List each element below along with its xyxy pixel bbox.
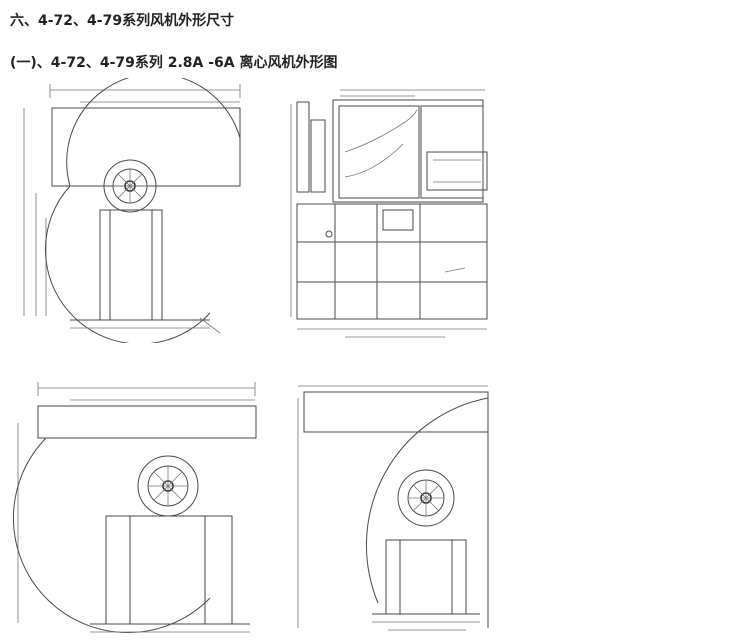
- subsection-title: (一)、4-72、4-79系列 2.8A -6A 离心风机外形图: [10, 55, 338, 71]
- drawing-side-view: [10, 78, 255, 343]
- drawing-side-view-variant-2: [288, 378, 498, 638]
- drawing-side-view-variant: [10, 378, 260, 638]
- section-title: 六、4-72、4-79系列风机外形尺寸: [10, 13, 235, 29]
- drawing-front-view: [285, 82, 500, 344]
